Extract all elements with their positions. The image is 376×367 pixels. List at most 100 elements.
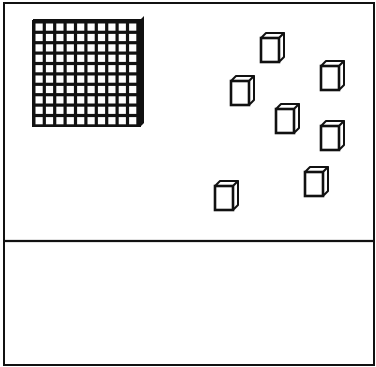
- hundred-block-cell: [77, 96, 84, 103]
- hundred-block-cell: [36, 76, 43, 83]
- hundred-block-cell: [119, 117, 126, 124]
- hundred-block-cell: [108, 24, 115, 31]
- hundred-block-cell: [129, 44, 136, 51]
- hundred-block-cell: [98, 24, 105, 31]
- hundred-block-cell: [77, 117, 84, 124]
- hundred-block-cell: [46, 34, 53, 41]
- hundred-block-cell: [119, 107, 126, 114]
- hundred-block-cell: [77, 107, 84, 114]
- hundred-block-cell: [36, 44, 43, 51]
- hundred-block-cell: [46, 117, 53, 124]
- unit-cube: [321, 61, 344, 90]
- hundred-block-cell: [98, 44, 105, 51]
- hundred-block-cell: [36, 96, 43, 103]
- hundred-block-cell: [88, 34, 95, 41]
- hundred-block-cell: [67, 34, 74, 41]
- hundred-block-cell: [88, 44, 95, 51]
- hundred-block-cell: [88, 96, 95, 103]
- hundred-block-cell: [56, 107, 63, 114]
- hundred-block-cell: [46, 44, 53, 51]
- hundred-block-cell: [77, 55, 84, 62]
- hundred-block-cell: [108, 117, 115, 124]
- hundred-block-cell: [46, 65, 53, 72]
- hundred-block-cell: [108, 44, 115, 51]
- hundred-block-cell: [119, 55, 126, 62]
- hundred-block-cell: [56, 44, 63, 51]
- hundred-block-cell: [46, 24, 53, 31]
- hundred-block-cell: [129, 24, 136, 31]
- hundred-block-cell: [88, 117, 95, 124]
- hundred-block-cell: [77, 86, 84, 93]
- hundred-block-cell: [119, 65, 126, 72]
- hundred-block-cell: [67, 55, 74, 62]
- unit-cube: [305, 167, 328, 196]
- hundred-block-cell: [56, 65, 63, 72]
- hundred-block-cell: [108, 86, 115, 93]
- hundred-block-cell: [88, 76, 95, 83]
- hundred-block-cell: [36, 117, 43, 124]
- hundred-block-cell: [108, 34, 115, 41]
- hundred-block-cell: [77, 65, 84, 72]
- hundred-block-cell: [67, 86, 74, 93]
- hundred-block-cell: [88, 107, 95, 114]
- hundred-block-cell: [98, 117, 105, 124]
- hundred-block-cell: [36, 55, 43, 62]
- hundred-block-cell: [77, 44, 84, 51]
- hundred-block-cell: [98, 76, 105, 83]
- hundred-block-cell: [56, 96, 63, 103]
- unit-cube: [215, 181, 238, 210]
- hundred-block-cell: [67, 44, 74, 51]
- hundred-block-cell: [119, 96, 126, 103]
- hundred-block-cell: [56, 55, 63, 62]
- hundred-block-cell: [67, 24, 74, 31]
- hundred-block-cell: [98, 107, 105, 114]
- hundred-block-cell: [36, 86, 43, 93]
- unit-cube: [276, 104, 299, 133]
- hundred-block-cell: [67, 76, 74, 83]
- hundred-block-cell: [46, 86, 53, 93]
- hundred-block-cell: [46, 55, 53, 62]
- hundred-block-cell: [108, 65, 115, 72]
- hundred-block-cell: [119, 86, 126, 93]
- hundred-block-cell: [98, 34, 105, 41]
- hundred-block-cell: [88, 86, 95, 93]
- hundred-block-cell: [129, 117, 136, 124]
- hundred-block-cell: [36, 65, 43, 72]
- hundred-block-cell: [88, 65, 95, 72]
- hundred-block-cell: [108, 107, 115, 114]
- hundred-block-cell: [108, 55, 115, 62]
- hundred-block-cell: [108, 76, 115, 83]
- hundred-block-cell: [56, 76, 63, 83]
- hundred-block-cell: [36, 24, 43, 31]
- hundred-block-cell: [129, 96, 136, 103]
- hundred-block-cell: [77, 24, 84, 31]
- hundred-block-cell: [129, 65, 136, 72]
- hundred-block-cell: [46, 96, 53, 103]
- hundred-block-cell: [67, 107, 74, 114]
- hundred-block-cell: [98, 96, 105, 103]
- unit-cube: [261, 33, 284, 62]
- hundred-block-cell: [56, 117, 63, 124]
- hundred-block-cell: [36, 107, 43, 114]
- hundred-block-cell: [67, 65, 74, 72]
- hundred-block-cell: [129, 34, 136, 41]
- hundred-block-cell: [108, 96, 115, 103]
- hundred-block-cell: [77, 76, 84, 83]
- hundred-block-cell: [88, 55, 95, 62]
- hundred-block-cell: [88, 24, 95, 31]
- hundred-block-cell: [98, 65, 105, 72]
- hundred-block-cell: [98, 55, 105, 62]
- hundred-block-cell: [129, 76, 136, 83]
- hundred-block-cell: [77, 34, 84, 41]
- hundred-block-cell: [56, 34, 63, 41]
- hundred-block-cell: [129, 55, 136, 62]
- hundred-block-cell: [119, 44, 126, 51]
- unit-cube: [321, 121, 344, 150]
- hundred-block-cell: [67, 117, 74, 124]
- hundred-block-cell: [119, 24, 126, 31]
- unit-cube: [231, 76, 254, 105]
- hundred-block-cell: [119, 76, 126, 83]
- hundred-block-cell: [56, 24, 63, 31]
- hundred-block: [32, 16, 144, 127]
